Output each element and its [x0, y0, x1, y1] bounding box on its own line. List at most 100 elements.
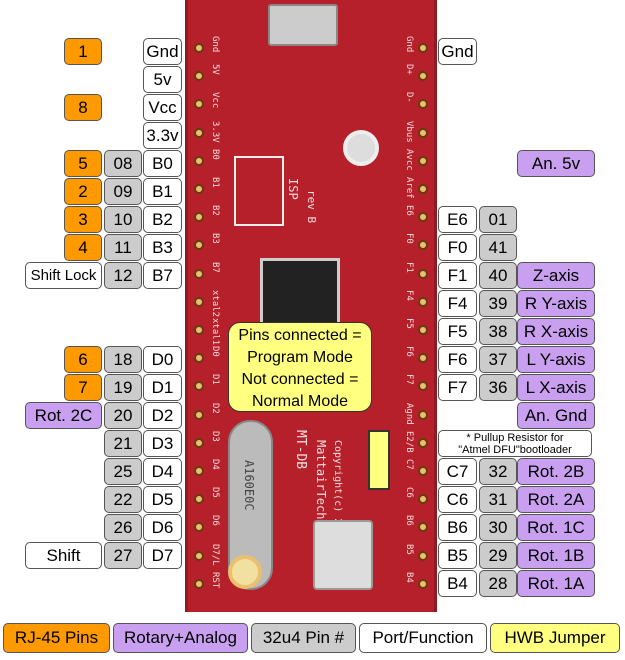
note-line-2: "Atmel DFU"bootloader — [458, 444, 572, 456]
port-box: D0 — [143, 346, 182, 373]
mcu-pin-box: 19 — [104, 374, 142, 401]
function-box: Z-axis — [517, 262, 595, 289]
callout-line-4: Normal Mode — [251, 393, 349, 410]
rj45-pin-box: 7 — [64, 374, 102, 401]
header-pin — [418, 71, 428, 82]
mcu-pin-box: 21 — [104, 430, 142, 457]
port-box: F5 — [438, 318, 477, 345]
port-box: F7 — [438, 374, 477, 401]
function-box: R X-axis — [517, 318, 595, 345]
header-pin — [418, 184, 428, 194]
function-box: An. 5v — [517, 150, 595, 177]
silk-label: Avcc — [404, 148, 414, 171]
port-box: E6 — [438, 206, 477, 233]
mcu-pin-box: 09 — [104, 178, 142, 205]
function-box: Shift — [25, 542, 102, 569]
isp-label: ISP — [286, 178, 300, 200]
port-box: B6 — [438, 514, 477, 541]
silk-label: F5 — [404, 318, 414, 329]
header-pin — [194, 409, 204, 420]
silk-label: Agnd — [404, 402, 414, 425]
rj45-pin-box: 1 — [64, 38, 102, 65]
silk-label: Gnd — [404, 36, 414, 53]
crystal-label: A160E0C — [242, 460, 256, 511]
mcu-pin-box: 08 — [104, 150, 142, 177]
silk-label: D+ — [404, 64, 414, 76]
mcu-pin-box: 10 — [104, 206, 142, 233]
silk-label: D4 — [210, 459, 220, 470]
silk-label: 5V — [210, 64, 220, 76]
silk-label: xtal2 — [210, 289, 220, 317]
port-box: D6 — [143, 514, 182, 541]
silk-label: B5 — [404, 543, 414, 555]
port-box: B4 — [438, 570, 477, 597]
port-box: D5 — [143, 486, 182, 513]
header-pin — [418, 296, 428, 307]
port-box: 3.3v — [143, 122, 182, 149]
header-pin — [418, 578, 428, 589]
header-pin — [418, 325, 428, 335]
mcu-pin-box: 27 — [104, 542, 142, 569]
silk-label: Vbus — [404, 120, 414, 143]
port-box: F4 — [438, 290, 477, 317]
silk-label: D7/L — [210, 543, 220, 566]
header-pin — [194, 381, 204, 392]
mcu-pin-box: 18 — [104, 346, 142, 373]
header-pin — [418, 409, 428, 420]
header-pin — [194, 522, 204, 533]
function-box: Rot. 2C — [25, 402, 102, 429]
rj45-pin-box: 8 — [64, 94, 102, 121]
header-pin — [194, 578, 204, 589]
header-pin — [418, 381, 428, 392]
hwb-callout: Pins connected = Program Mode Not connec… — [228, 322, 372, 412]
mcu-pin-box: 41 — [479, 234, 517, 261]
silk-label: D6 — [210, 515, 220, 527]
port-box: F6 — [438, 346, 477, 373]
silk-label: B7 — [210, 261, 220, 273]
mcu-pin-box: 01 — [479, 206, 517, 233]
board-name: MT-DB — [293, 430, 308, 470]
mcu-pin-box: 40 — [479, 262, 517, 289]
legend-rotary: Rotary+Analog — [113, 623, 248, 653]
hwb-jumper — [368, 430, 390, 490]
silk-label: D0 — [210, 346, 220, 358]
port-box: D3 — [143, 430, 182, 457]
port-box: B5 — [438, 542, 477, 569]
port-box: B0 — [143, 150, 182, 177]
header-pin — [194, 155, 204, 166]
header-pin — [194, 353, 204, 364]
header-pin — [194, 437, 204, 448]
mounting-hole-top — [343, 130, 379, 166]
silk-label: F6 — [404, 346, 414, 358]
header-pin — [194, 240, 204, 251]
silk-label: B6 — [404, 515, 414, 527]
function-box: Rot. 1A — [517, 570, 595, 597]
port-box: D1 — [143, 374, 182, 401]
header-pin — [418, 268, 428, 279]
callout-line-2: Program Mode — [247, 349, 353, 366]
port-box: B7 — [143, 262, 182, 289]
callout-line-1: Pins connected = — [238, 327, 362, 344]
usb-connector — [268, 4, 338, 46]
header-pin — [194, 184, 204, 194]
silk-label: RST — [210, 571, 220, 589]
silk-label: D3 — [210, 430, 220, 442]
silk-label: C7 — [404, 459, 414, 470]
port-box: F1 — [438, 262, 477, 289]
header-pin — [418, 212, 428, 223]
mcu-pin-box: 22 — [104, 486, 142, 513]
function-box: An. Gnd — [517, 402, 595, 429]
mcu-pin-box: 25 — [104, 458, 142, 485]
port-box: Vcc — [143, 94, 182, 121]
rj45-pin-box: 3 — [64, 206, 102, 233]
header-pin — [194, 494, 204, 505]
header-pin — [418, 494, 428, 505]
header-pin — [418, 240, 428, 251]
header-pin — [418, 127, 428, 138]
header-pin — [194, 268, 204, 279]
header-pin — [194, 466, 204, 476]
header-pin — [194, 99, 204, 110]
board-copyright: Copyright(c) 2 — [332, 440, 343, 525]
port-box: Gnd — [143, 38, 182, 65]
function-box: Rot. 2A — [517, 486, 595, 513]
